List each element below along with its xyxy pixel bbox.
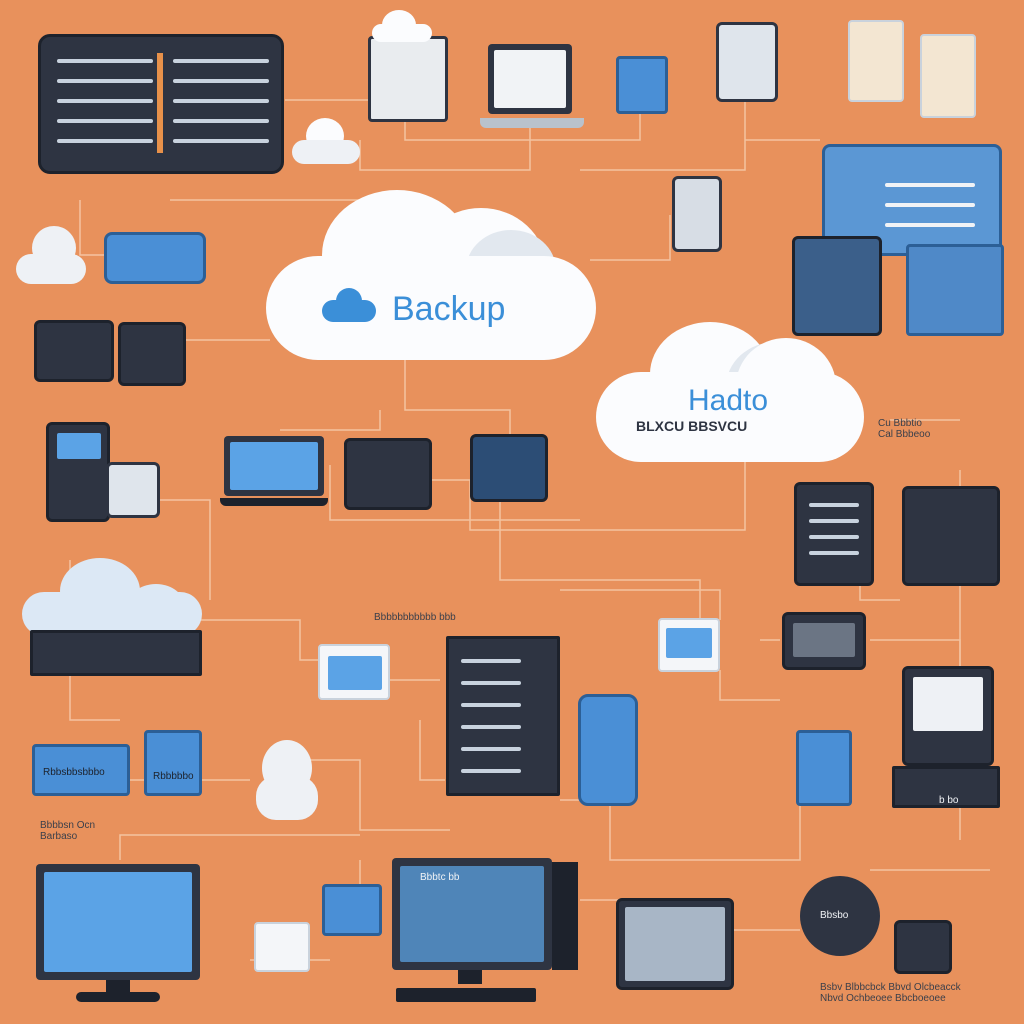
caption-bottom-right: Bsbv Blbbcbck Bbvd Olcbeacck Nbvd Ochbeo… xyxy=(820,982,961,1004)
backup-cloud[interactable]: Backup xyxy=(266,190,596,362)
document-box-top[interactable] xyxy=(368,36,448,122)
blue-card-top[interactable] xyxy=(616,56,668,114)
storage-box-right[interactable] xyxy=(792,236,882,336)
desktop-monitor-left[interactable] xyxy=(36,864,200,1014)
storage-cloud-left xyxy=(22,558,202,638)
desktop-monitor-center[interactable]: Bbbtc bb xyxy=(392,858,578,1014)
storage-device-left[interactable] xyxy=(30,630,202,676)
round-device-label: Bbsbo xyxy=(820,910,849,921)
server-mid-right[interactable] xyxy=(794,482,874,586)
small-cloud-left xyxy=(16,226,86,286)
desk-tower-right[interactable]: b bo xyxy=(892,766,1000,808)
caption-right-mid: Cu Bbbtio Cal Bbbeoo xyxy=(878,418,931,440)
round-device[interactable]: Bbsbo xyxy=(800,876,880,956)
server-pair-left-a[interactable] xyxy=(34,320,114,382)
blue-label-b[interactable]: Rbbbbbo xyxy=(144,730,202,796)
printer-left-mid[interactable] xyxy=(106,462,160,518)
tower-server-center[interactable] xyxy=(446,636,560,796)
tablet-top-right-b[interactable] xyxy=(920,34,976,118)
display-box-right[interactable] xyxy=(782,612,866,670)
small-card-bottom-b[interactable] xyxy=(322,884,382,936)
server-rack-right[interactable] xyxy=(902,486,1000,586)
router-box-mid[interactable] xyxy=(344,438,432,510)
small-cloud-left-top xyxy=(292,118,360,166)
monitor-right[interactable] xyxy=(902,666,994,766)
caption-left-bottom: Bbbbsn Ocn Barbaso xyxy=(40,820,96,842)
blue-card-lower-right[interactable] xyxy=(796,730,852,806)
server-pair-left-b[interactable] xyxy=(118,322,186,386)
hadto-cloud-subtitle: BLXCU BBSVCU xyxy=(636,418,748,434)
blue-label-a[interactable]: Rbbsbbsbbbo xyxy=(32,744,130,796)
small-card-bottom-a[interactable] xyxy=(254,922,310,972)
monitor-title: Bbbtc bb xyxy=(420,872,460,883)
laptop-mid[interactable] xyxy=(220,436,328,508)
tablet-left-mid[interactable] xyxy=(46,422,110,522)
card-device-mid-left[interactable] xyxy=(318,644,390,700)
small-box-bottom-right[interactable] xyxy=(894,920,952,974)
tablet-top-right-a[interactable] xyxy=(848,20,904,102)
blue-router-left[interactable] xyxy=(104,232,206,284)
small-cloud-top xyxy=(372,10,432,44)
server-rack-top-left[interactable] xyxy=(38,34,284,174)
ledger-device-top[interactable] xyxy=(716,22,778,102)
blue-label-a-text: Rbbsbbsbbbo xyxy=(43,767,105,778)
hadto-cloud-title: Hadto xyxy=(688,384,769,417)
card-device-mid-right[interactable] xyxy=(658,618,720,672)
backup-cloud-label: Backup xyxy=(392,290,506,328)
app-icon-mid[interactable] xyxy=(470,434,548,502)
mid-label: Bbbbbbbbbbb bbb xyxy=(374,612,456,623)
tower-server-mid-top[interactable] xyxy=(672,176,722,252)
blue-label-b-text: Rbbbbbo xyxy=(153,771,194,782)
storage-panel-right[interactable] xyxy=(906,244,1004,336)
cloud-icon xyxy=(322,288,376,324)
laptop-top[interactable] xyxy=(480,44,584,134)
lock-cloud xyxy=(256,740,318,820)
phone-device-center[interactable] xyxy=(578,694,638,806)
hadto-cloud[interactable]: Hadto BLXCU BBSVCU xyxy=(596,322,864,462)
monitor-bottom-right[interactable] xyxy=(616,898,734,990)
desk-tower-label: b bo xyxy=(939,795,959,806)
